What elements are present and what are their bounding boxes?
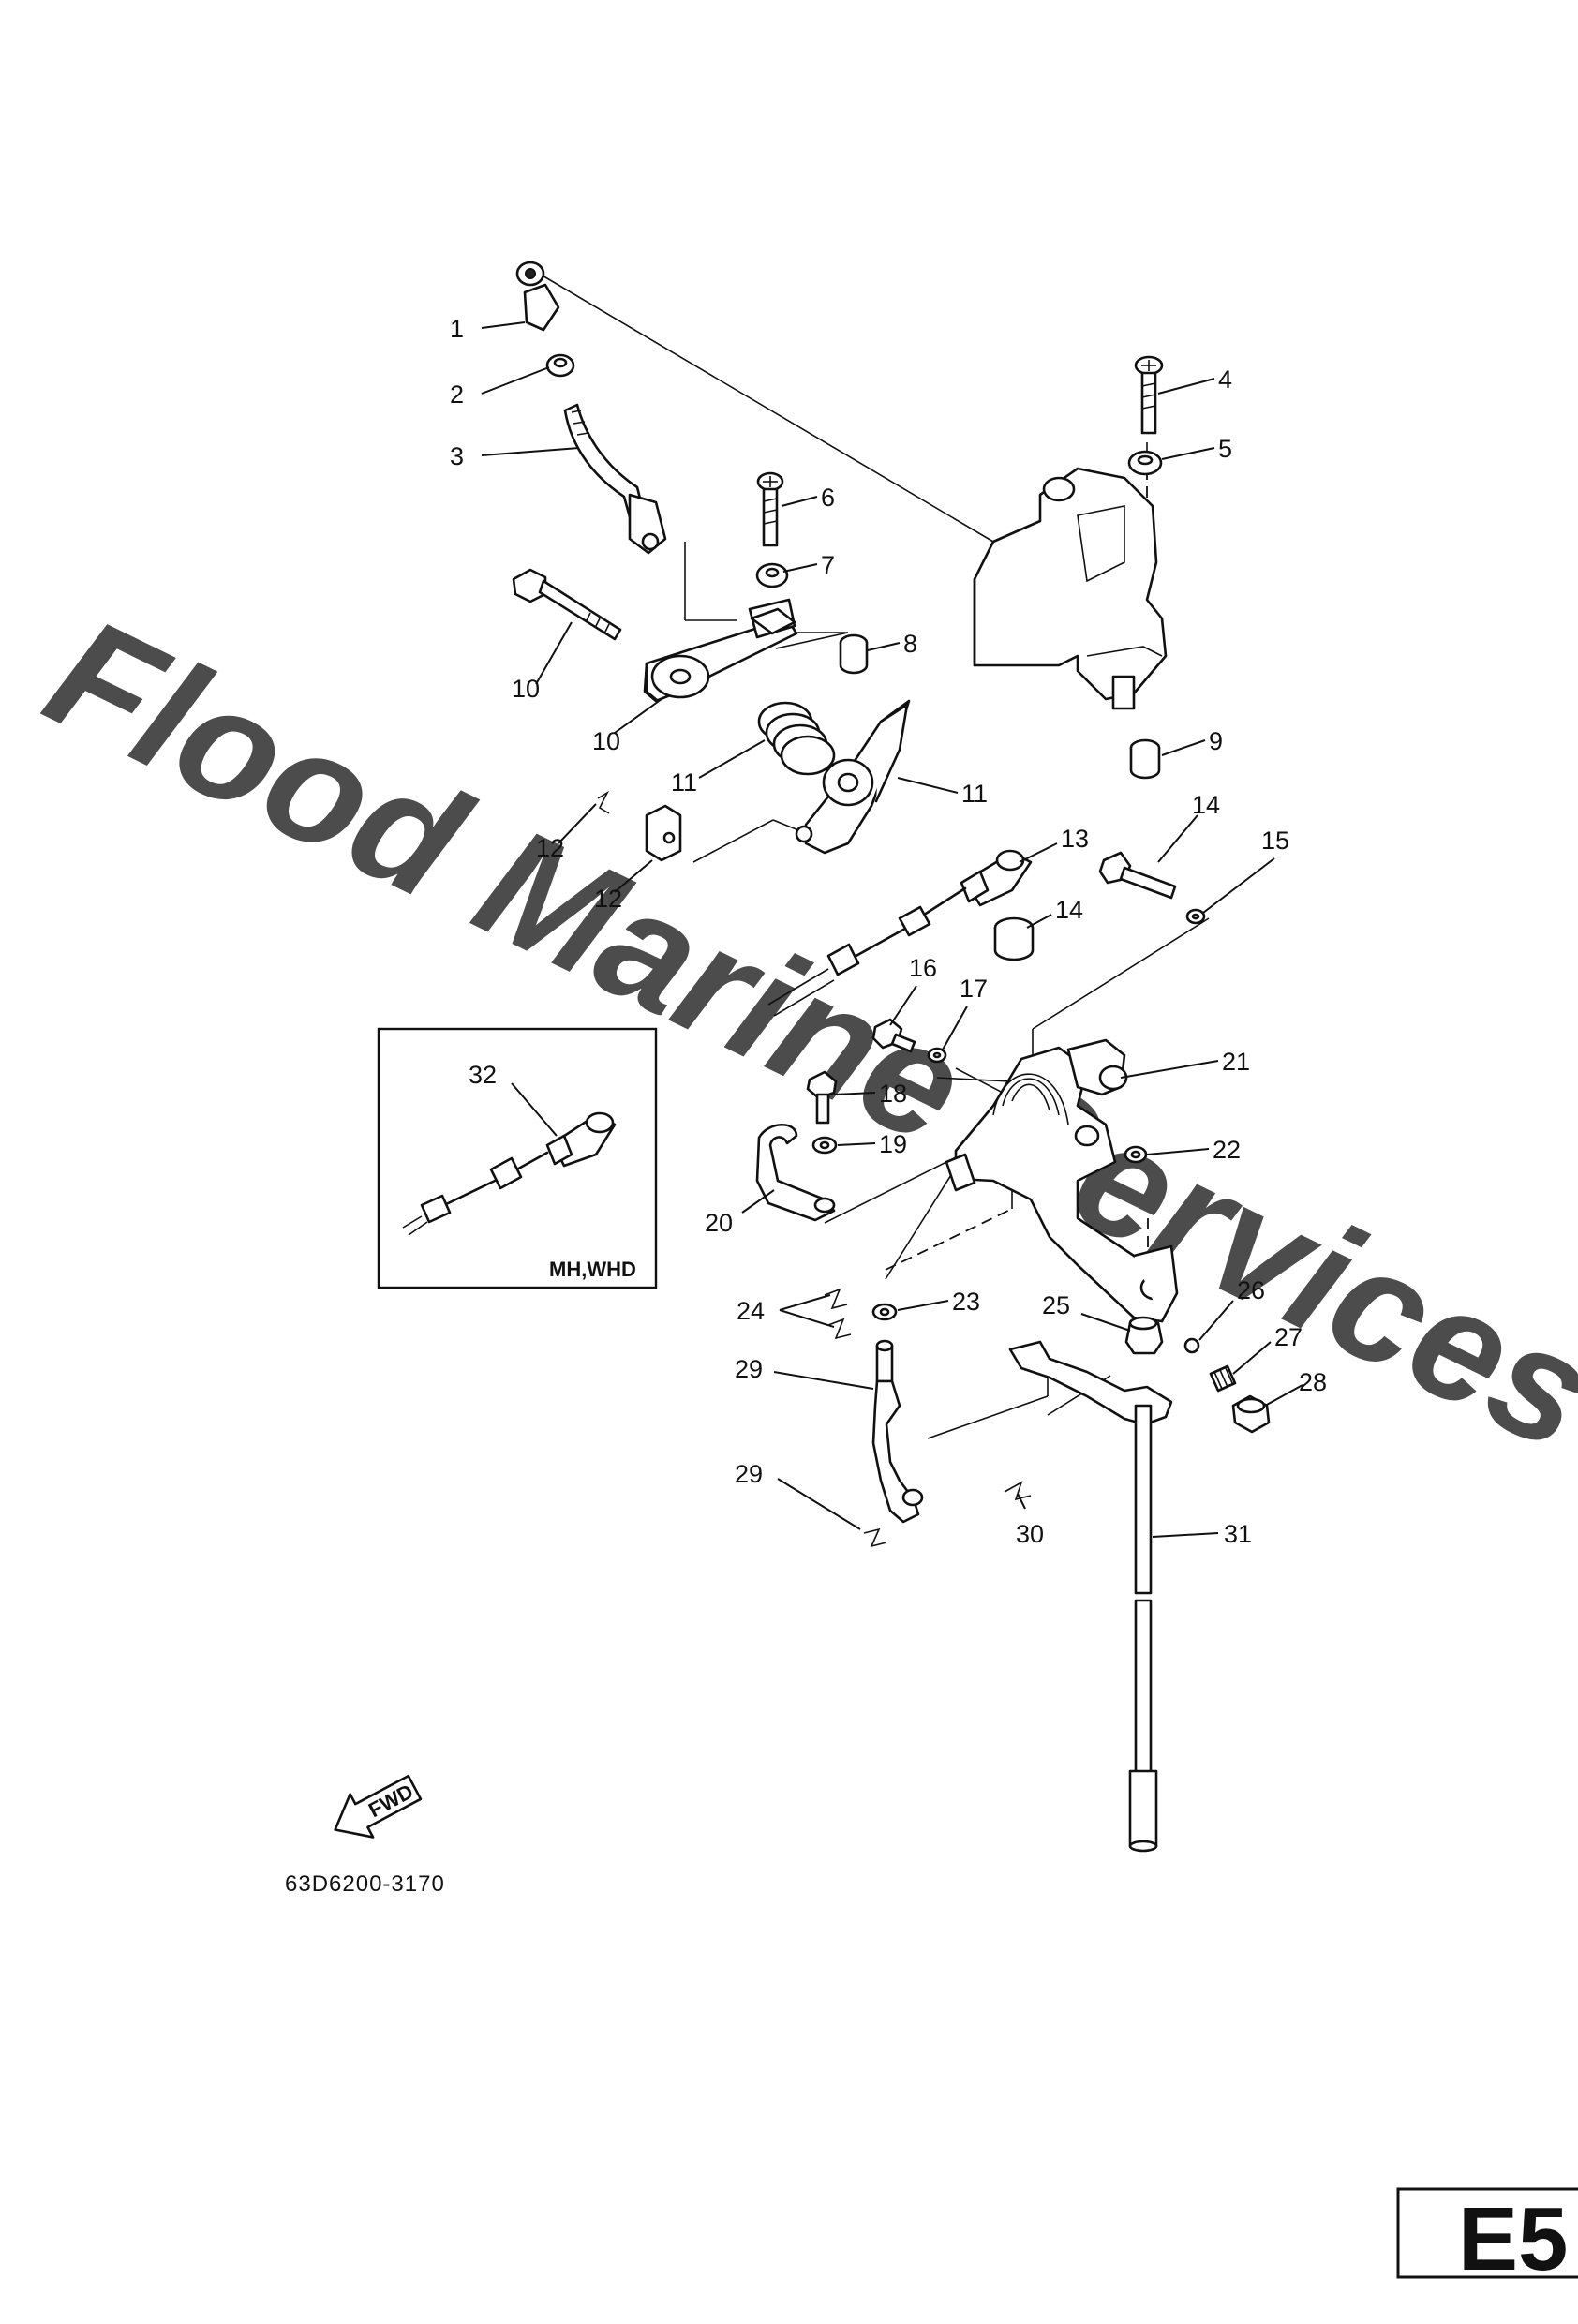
- callout-26: 22: [1213, 1136, 1241, 1164]
- callout-2: 12: [536, 834, 564, 862]
- part-washer-23: [1185, 908, 1206, 925]
- callout-23: 15: [1261, 827, 1289, 855]
- callout-8: 1: [450, 315, 464, 343]
- callout-32: 19: [879, 1130, 907, 1158]
- part-cable: [767, 886, 967, 1017]
- part-pin-27: [1004, 1481, 1032, 1501]
- callout-5: 10: [592, 727, 620, 755]
- part-bushing-28: [993, 916, 1035, 961]
- part-clip-bracket: [755, 1124, 836, 1222]
- part-link-rod: [563, 403, 667, 555]
- part-nut-11a: [755, 562, 789, 588]
- part-cam-housing: [973, 467, 1168, 710]
- callout-21: 17: [960, 975, 988, 1003]
- callout-22: 14: [1192, 791, 1220, 819]
- part-bolt-31: [806, 1070, 838, 1125]
- part-shift-rod: [1008, 1340, 1173, 1853]
- callout-1: 12: [594, 885, 622, 913]
- callout-31: 18: [879, 1080, 907, 1108]
- callout-13: 31: [1224, 1520, 1252, 1548]
- callout-19: 28: [1299, 1368, 1327, 1396]
- part-pin-14b: [863, 1527, 887, 1548]
- callout-11-right: 5: [1218, 435, 1232, 463]
- callout-28: 14: [1055, 896, 1083, 924]
- callout-25: 25: [1042, 1291, 1070, 1319]
- part-ball-17: [1184, 1337, 1200, 1354]
- callout-14-upper: 24: [737, 1297, 765, 1325]
- callout-20: 16: [909, 954, 937, 982]
- part-spring-18: [1209, 1364, 1237, 1393]
- callout-24: 29: [735, 1355, 763, 1383]
- part-cam-plate: [795, 699, 911, 855]
- part-cable-joint: [960, 849, 1033, 907]
- callout-27: 30: [1016, 1520, 1044, 1548]
- fwd-direction-arrow: FWD: [334, 1774, 423, 1839]
- leader-lines: [481, 321, 1303, 1538]
- callout-9: 2: [450, 380, 464, 409]
- part-bolt-20: [871, 1018, 916, 1053]
- callout-labels: 1 2 3 4 5 6 7 8 9 10 10 11 11 12 12 13 1…: [450, 315, 1327, 1548]
- part-washer-26: [1124, 1145, 1148, 1164]
- callout-12-right: 9: [1209, 727, 1223, 755]
- drawing-code: 63D6200-3170: [285, 1871, 445, 1897]
- part-spring: [757, 701, 836, 776]
- part-bushing-12a: [839, 633, 869, 675]
- inset-variant-box: 32 MH,WHD: [377, 1027, 658, 1289]
- part-cotter-pin: [597, 790, 610, 814]
- page-tab-label: E5: [1458, 2189, 1568, 2289]
- callout-6: 11: [671, 768, 697, 797]
- callout-29-inset: 32: [469, 1061, 497, 1089]
- part-long-bolt: [512, 568, 622, 641]
- part-small-block: [750, 607, 796, 635]
- callout-14-lower: 29: [735, 1460, 763, 1488]
- callout-11-mid: 7: [821, 551, 835, 579]
- part-block: [645, 804, 682, 862]
- part-shift-bracket: [945, 1038, 1179, 1323]
- callout-10-mid: 6: [821, 484, 835, 512]
- part-screw-10a: [756, 471, 784, 547]
- callout-16: 21: [1222, 1048, 1250, 1076]
- callout-17: 26: [1237, 1276, 1265, 1304]
- part-nut-9: [545, 353, 575, 378]
- callout-7: 3: [450, 442, 464, 470]
- part-bracket-clip: [515, 261, 560, 332]
- callout-10-right: 4: [1218, 365, 1232, 394]
- callout-12-mid: 8: [903, 630, 917, 658]
- part-plug-19: [1231, 1394, 1271, 1434]
- part-bushing-12b: [1129, 738, 1161, 780]
- part-washer-21: [927, 1047, 947, 1064]
- part-pins-14a: [824, 1288, 852, 1340]
- part-bolt-22: [1098, 851, 1177, 900]
- part-washer-15: [871, 1303, 898, 1321]
- part-screw-10b: [1134, 355, 1164, 435]
- callout-4: 10: [512, 675, 540, 703]
- part-bushing-25: [1124, 1316, 1164, 1355]
- callout-30: 20: [705, 1209, 733, 1237]
- inset-variant-label: MH,WHD: [549, 1258, 636, 1281]
- part-shift-lever: [871, 1339, 924, 1524]
- part-washer-32: [811, 1136, 838, 1155]
- callout-29-main: 13: [1061, 825, 1089, 853]
- page-tab: E5: [1396, 2187, 1578, 2289]
- callout-18: 27: [1274, 1323, 1303, 1351]
- part-nut-11b: [1127, 450, 1163, 476]
- callout-15: 23: [952, 1288, 980, 1316]
- callout-3: 11: [961, 780, 988, 808]
